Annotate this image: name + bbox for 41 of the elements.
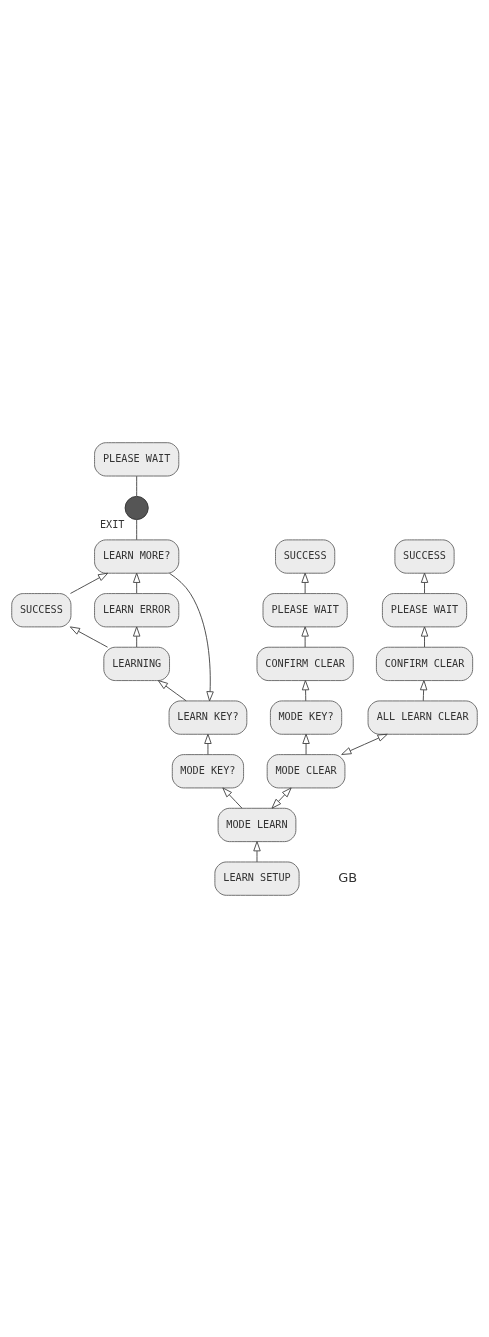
connector bbox=[136, 475, 138, 497]
node-box: PLEASE WAIT bbox=[262, 592, 348, 627]
node-box: ALL LEARN CLEAR bbox=[367, 699, 478, 735]
arrow bbox=[70, 572, 109, 594]
connector bbox=[136, 518, 138, 540]
arrow bbox=[204, 733, 212, 755]
arrow bbox=[69, 625, 109, 648]
arrow bbox=[420, 625, 429, 648]
node-box: MODE KEY? bbox=[171, 753, 245, 788]
node-box: CONFIRM CLEAR bbox=[256, 646, 354, 681]
node-label: EXIT bbox=[99, 518, 125, 530]
node-box: LEARN MORE? bbox=[94, 538, 180, 574]
arrow bbox=[301, 679, 310, 701]
arrow bbox=[301, 625, 309, 648]
node-circle bbox=[124, 495, 149, 520]
arrow bbox=[341, 733, 388, 755]
node-box: CONFIRM CLEAR bbox=[375, 646, 474, 681]
node-box: MODE CLEAR bbox=[266, 753, 346, 788]
arrow bbox=[301, 572, 309, 594]
node-box: LEARN KEY? bbox=[168, 699, 248, 735]
node-box: MODE LEARN bbox=[217, 807, 297, 842]
node-box: PLEASE WAIT bbox=[381, 592, 468, 627]
node-box: SUCCESS bbox=[275, 538, 336, 574]
arrow bbox=[420, 572, 429, 594]
arrow bbox=[132, 572, 141, 594]
node-box: PLEASE WAIT bbox=[94, 441, 180, 476]
node-box: MODE KEY? bbox=[269, 699, 343, 735]
node-box: LEARN SETUP bbox=[214, 861, 300, 896]
arrow bbox=[271, 786, 292, 809]
arrow bbox=[132, 625, 141, 648]
node-box: SUCCESS bbox=[11, 592, 72, 627]
arrow bbox=[253, 840, 261, 862]
arrow bbox=[222, 786, 243, 809]
label: GB bbox=[338, 869, 358, 885]
arrow bbox=[157, 679, 187, 701]
node-box: LEARN ERROR bbox=[94, 592, 180, 627]
arrow bbox=[169, 572, 214, 701]
node-box: SUCCESS bbox=[394, 538, 455, 574]
arrow bbox=[419, 679, 428, 701]
arrow bbox=[302, 733, 310, 755]
node-box: LEARNING bbox=[103, 646, 170, 681]
